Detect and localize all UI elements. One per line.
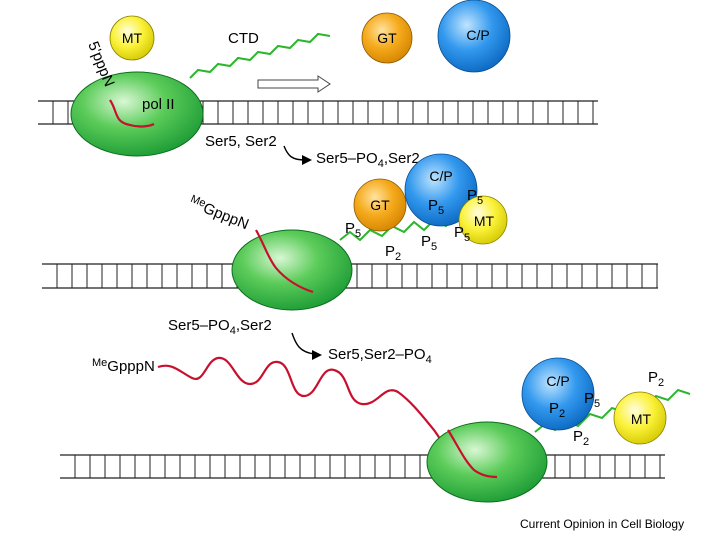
transition-2-arrowhead	[312, 350, 322, 360]
cp-label-2: C/P	[429, 168, 452, 184]
phospho-p5-b: P5	[421, 233, 437, 253]
me-gpppn-label-3: MeGpppN	[92, 357, 155, 375]
phospho-p2-a: P2	[385, 243, 401, 263]
transition-1-arrow	[283, 145, 306, 161]
mt-label-3: MT	[631, 411, 652, 427]
cp-label-3: C/P	[546, 373, 569, 389]
phospho-p5-e: P5	[454, 224, 470, 244]
phospho-p5-a: P5	[345, 220, 361, 240]
mt-ball-3	[613, 391, 667, 445]
mt-label-2: MT	[474, 213, 495, 229]
source-credit: Current Opinion in Cell Biology	[520, 517, 684, 531]
phospho-p5-d: P5	[467, 187, 483, 207]
ctd-label: CTD	[228, 30, 259, 47]
me-gpppn-label-2: MeGpppN	[187, 193, 252, 233]
gt-ball-2	[353, 178, 407, 232]
cp-label-1: C/P	[466, 27, 489, 43]
transition-1-from: Ser5, Ser2	[205, 133, 277, 150]
mt-ball-2	[458, 195, 508, 245]
pol-ii-ellipse-1	[70, 71, 204, 157]
rna-strand-3-inside	[447, 429, 498, 479]
phospho-p2-c: P2	[573, 428, 589, 448]
ctd-tail-1	[189, 32, 331, 79]
cp-ball-2	[404, 153, 478, 227]
transition-2-from: Ser5–PO4,Ser2	[168, 317, 272, 337]
phospho-p2-b: P2	[549, 400, 565, 420]
phospho-p5-f: P5	[584, 390, 600, 410]
gt-ball-1	[361, 12, 413, 64]
phospho-p2-d: P2	[648, 369, 664, 389]
rna-strand-2	[255, 229, 314, 294]
cp-ball-3	[521, 357, 595, 431]
pol-ii-label: pol II	[142, 96, 175, 113]
pol-ii-ellipse-2	[231, 229, 353, 311]
mt-label-1: MT	[122, 30, 143, 46]
rna-strand-3	[157, 356, 498, 479]
rna-strand-1	[109, 99, 155, 128]
pol-ii-ellipse-3	[426, 421, 548, 503]
transition-2-to: Ser5,Ser2–PO4	[328, 346, 432, 366]
transition-1-arrowhead	[302, 155, 312, 165]
transition-1-to: Ser5–PO4,Ser2	[316, 150, 420, 170]
gt-label-2: GT	[370, 197, 390, 213]
direction-arrow	[257, 75, 331, 93]
phospho-p5-c: P5	[428, 197, 444, 217]
mt-ball-1	[109, 15, 155, 61]
cp-ball-1	[437, 0, 511, 73]
transition-2-arrow	[291, 332, 315, 355]
dna-helix-3	[60, 454, 665, 479]
gt-label-1: GT	[377, 30, 397, 46]
